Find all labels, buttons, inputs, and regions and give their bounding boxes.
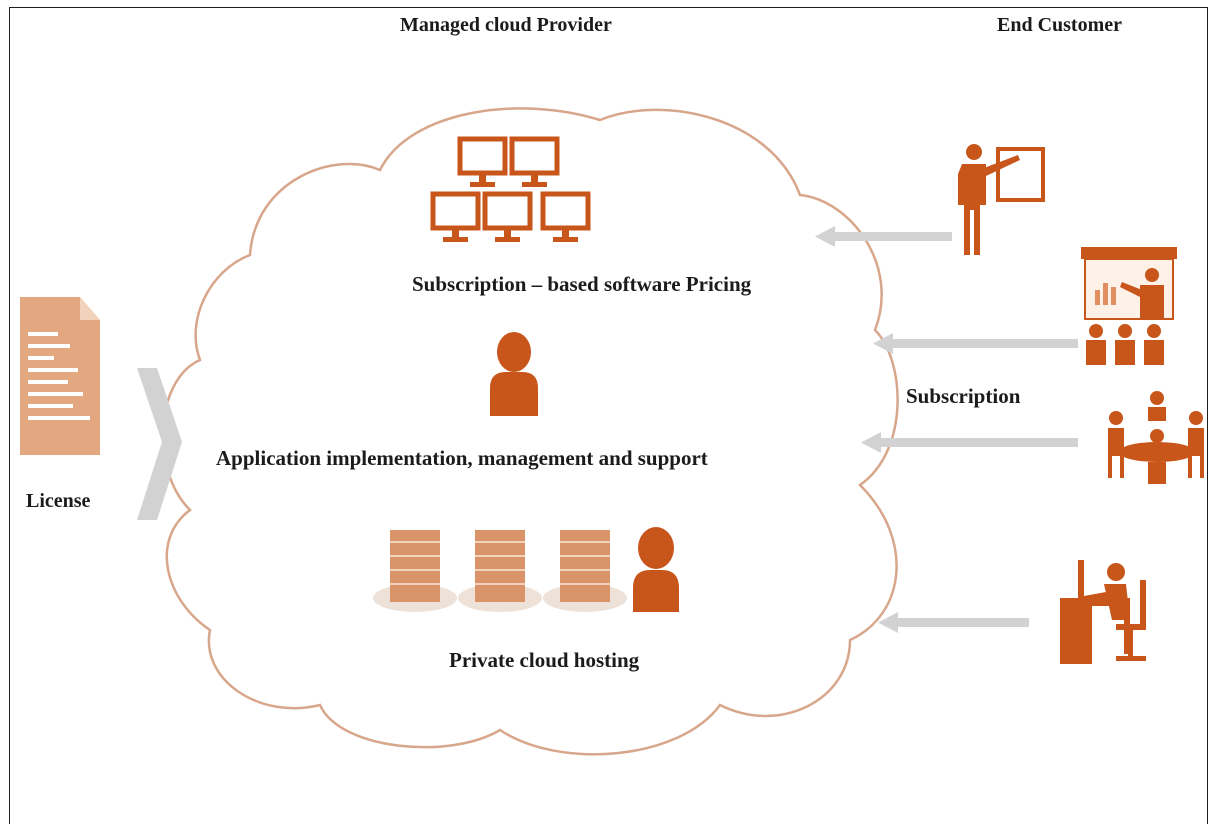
desk-worker-icon [1060, 560, 1146, 664]
license-chevron-arrow [137, 368, 182, 520]
cloud-shape [161, 107, 899, 756]
meeting-icon [1108, 391, 1204, 484]
presenter-icon [958, 144, 1045, 255]
subscription-label: Subscription [906, 384, 1021, 408]
diagram-frame [9, 7, 1208, 824]
subscription-pricing-label: Subscription – based software Pricing [412, 272, 752, 296]
classroom-icon [1081, 247, 1177, 365]
person-icon [490, 332, 538, 416]
provider-title: Managed cloud Provider [400, 14, 612, 36]
implementation-label: Application implementation, management a… [216, 446, 708, 470]
document-icon [20, 297, 100, 455]
server-rack-icon [373, 530, 627, 612]
subscription-arrows [815, 226, 1078, 633]
customer-title: End Customer [997, 14, 1123, 36]
admin-person-icon [633, 527, 679, 612]
license-label: License [26, 490, 91, 512]
hosting-label: Private cloud hosting [449, 648, 640, 672]
computer-network-icon [430, 136, 591, 231]
